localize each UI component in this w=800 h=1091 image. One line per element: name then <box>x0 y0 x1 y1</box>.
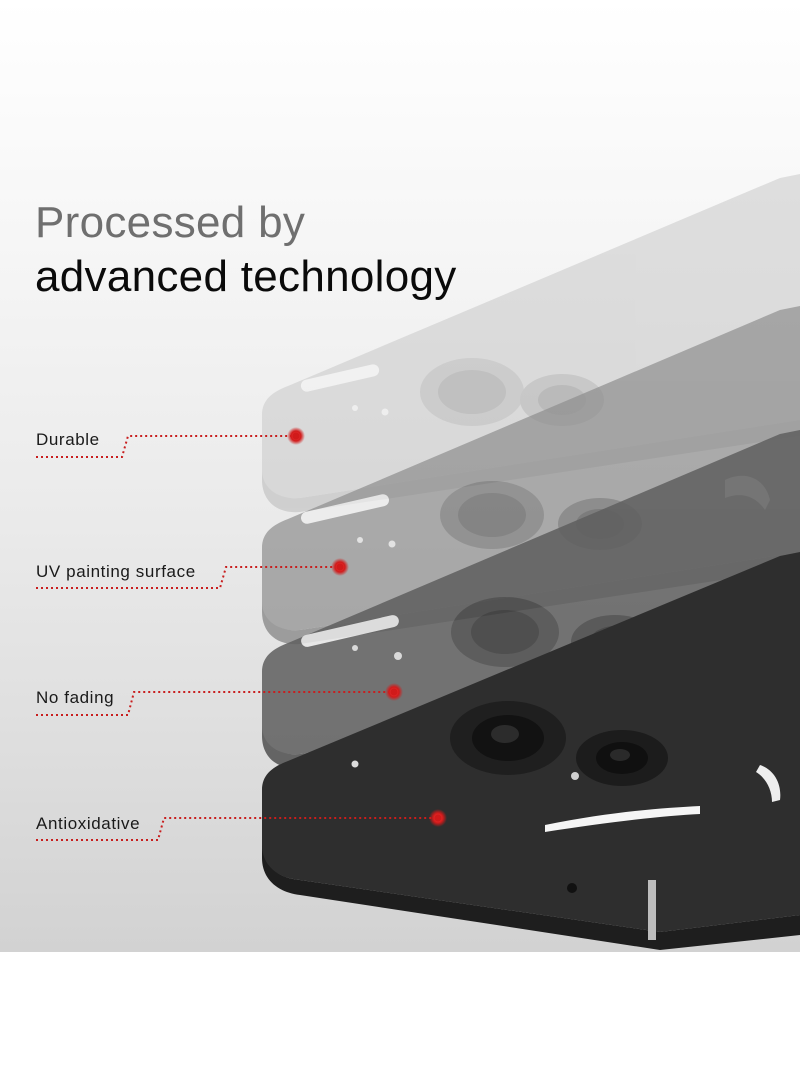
feature-label-no-fading: No fading <box>36 688 115 707</box>
headline: Processed by advanced technology <box>35 196 457 304</box>
feature-label-durable: Durable <box>36 430 100 449</box>
callout-line-uv-painting <box>36 566 340 589</box>
callout-dots <box>287 427 447 827</box>
phone-case-stack-illustration <box>36 174 800 950</box>
feature-label-antioxidative: Antioxidative <box>36 814 141 833</box>
callout-line-durable <box>36 435 296 458</box>
headline-line-1: Processed by <box>35 198 306 247</box>
callout-line-antioxidative <box>36 817 438 841</box>
phone-case-layer-4 <box>262 552 800 950</box>
headline-line-2: advanced technology <box>35 252 457 301</box>
feature-label-uv-painting-surface: UV painting surface <box>36 562 196 581</box>
callout-lines <box>36 435 438 841</box>
callout-line-no-fading <box>36 691 394 716</box>
